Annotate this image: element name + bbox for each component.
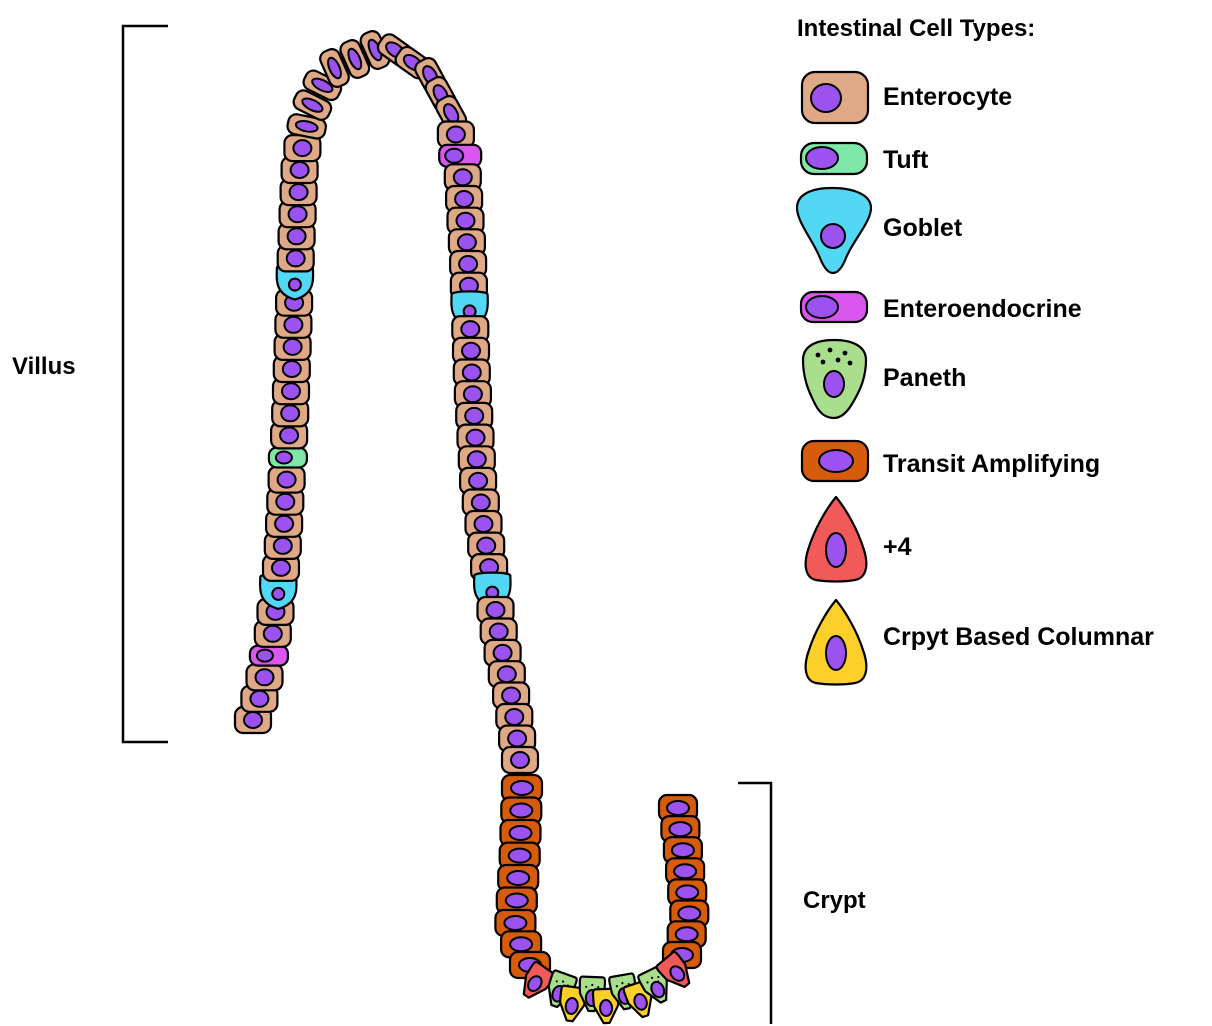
enteroendocrine-cell: [250, 646, 288, 666]
goblet-cell-icon: [797, 188, 871, 273]
transit-amplifying-cell-icon: [802, 441, 868, 481]
crypt-bracket: [738, 783, 771, 1024]
legend-item-enterocyte: Enterocyte: [802, 72, 1012, 123]
enteroendocrine-cell-icon: [801, 292, 867, 322]
legend-item-goblet: Goblet: [797, 188, 963, 273]
tuft-cell: [269, 448, 307, 468]
legend-label-transit-amplifying: Transit Amplifying: [883, 450, 1100, 478]
paneth-cell-icon: [803, 340, 866, 418]
enterocyte-cell: [247, 664, 283, 690]
legend-item-plus4: +4: [806, 497, 912, 582]
legend-item-transit-amplifying: Transit Amplifying: [802, 441, 1100, 481]
plus4-cell-icon: [806, 497, 867, 582]
crypt-based-columnar-cell-icon: [806, 600, 867, 685]
enterocyte-cell: [438, 122, 474, 148]
villus-label: Villus: [12, 353, 76, 380]
tuft-cell-icon: [801, 143, 867, 174]
legend-label-enterocyte: Enterocyte: [883, 83, 1012, 111]
legend-label-tuft: Tuft: [883, 146, 929, 174]
enterocyte-cell: [502, 747, 538, 773]
legend-item-paneth: Paneth: [803, 340, 966, 418]
legend-item-tuft: Tuft: [801, 143, 929, 174]
epithelium-cells: [235, 29, 708, 1024]
legend-item-enteroendocrine: Enteroendocrine: [801, 292, 1082, 323]
legend-label-goblet: Goblet: [883, 214, 963, 242]
legend-label-enteroendocrine: Enteroendocrine: [883, 295, 1082, 323]
legend-label-plus4: +4: [883, 533, 912, 561]
crypt-label: Crypt: [803, 887, 866, 914]
legend: Intestinal Cell Types: Enterocyte Tuft G…: [797, 15, 1154, 685]
enterocyte-cell: [269, 467, 305, 493]
villus-bracket: [123, 26, 168, 742]
legend-item-crypt-based-columnar: Crpyt Based Columnar: [806, 600, 1155, 685]
legend-label-paneth: Paneth: [883, 364, 966, 392]
legend-label-crypt-based-columnar: Crpyt Based Columnar: [883, 623, 1154, 651]
legend-title: Intestinal Cell Types:: [797, 15, 1035, 42]
enterocyte-cell-icon: [802, 72, 868, 123]
